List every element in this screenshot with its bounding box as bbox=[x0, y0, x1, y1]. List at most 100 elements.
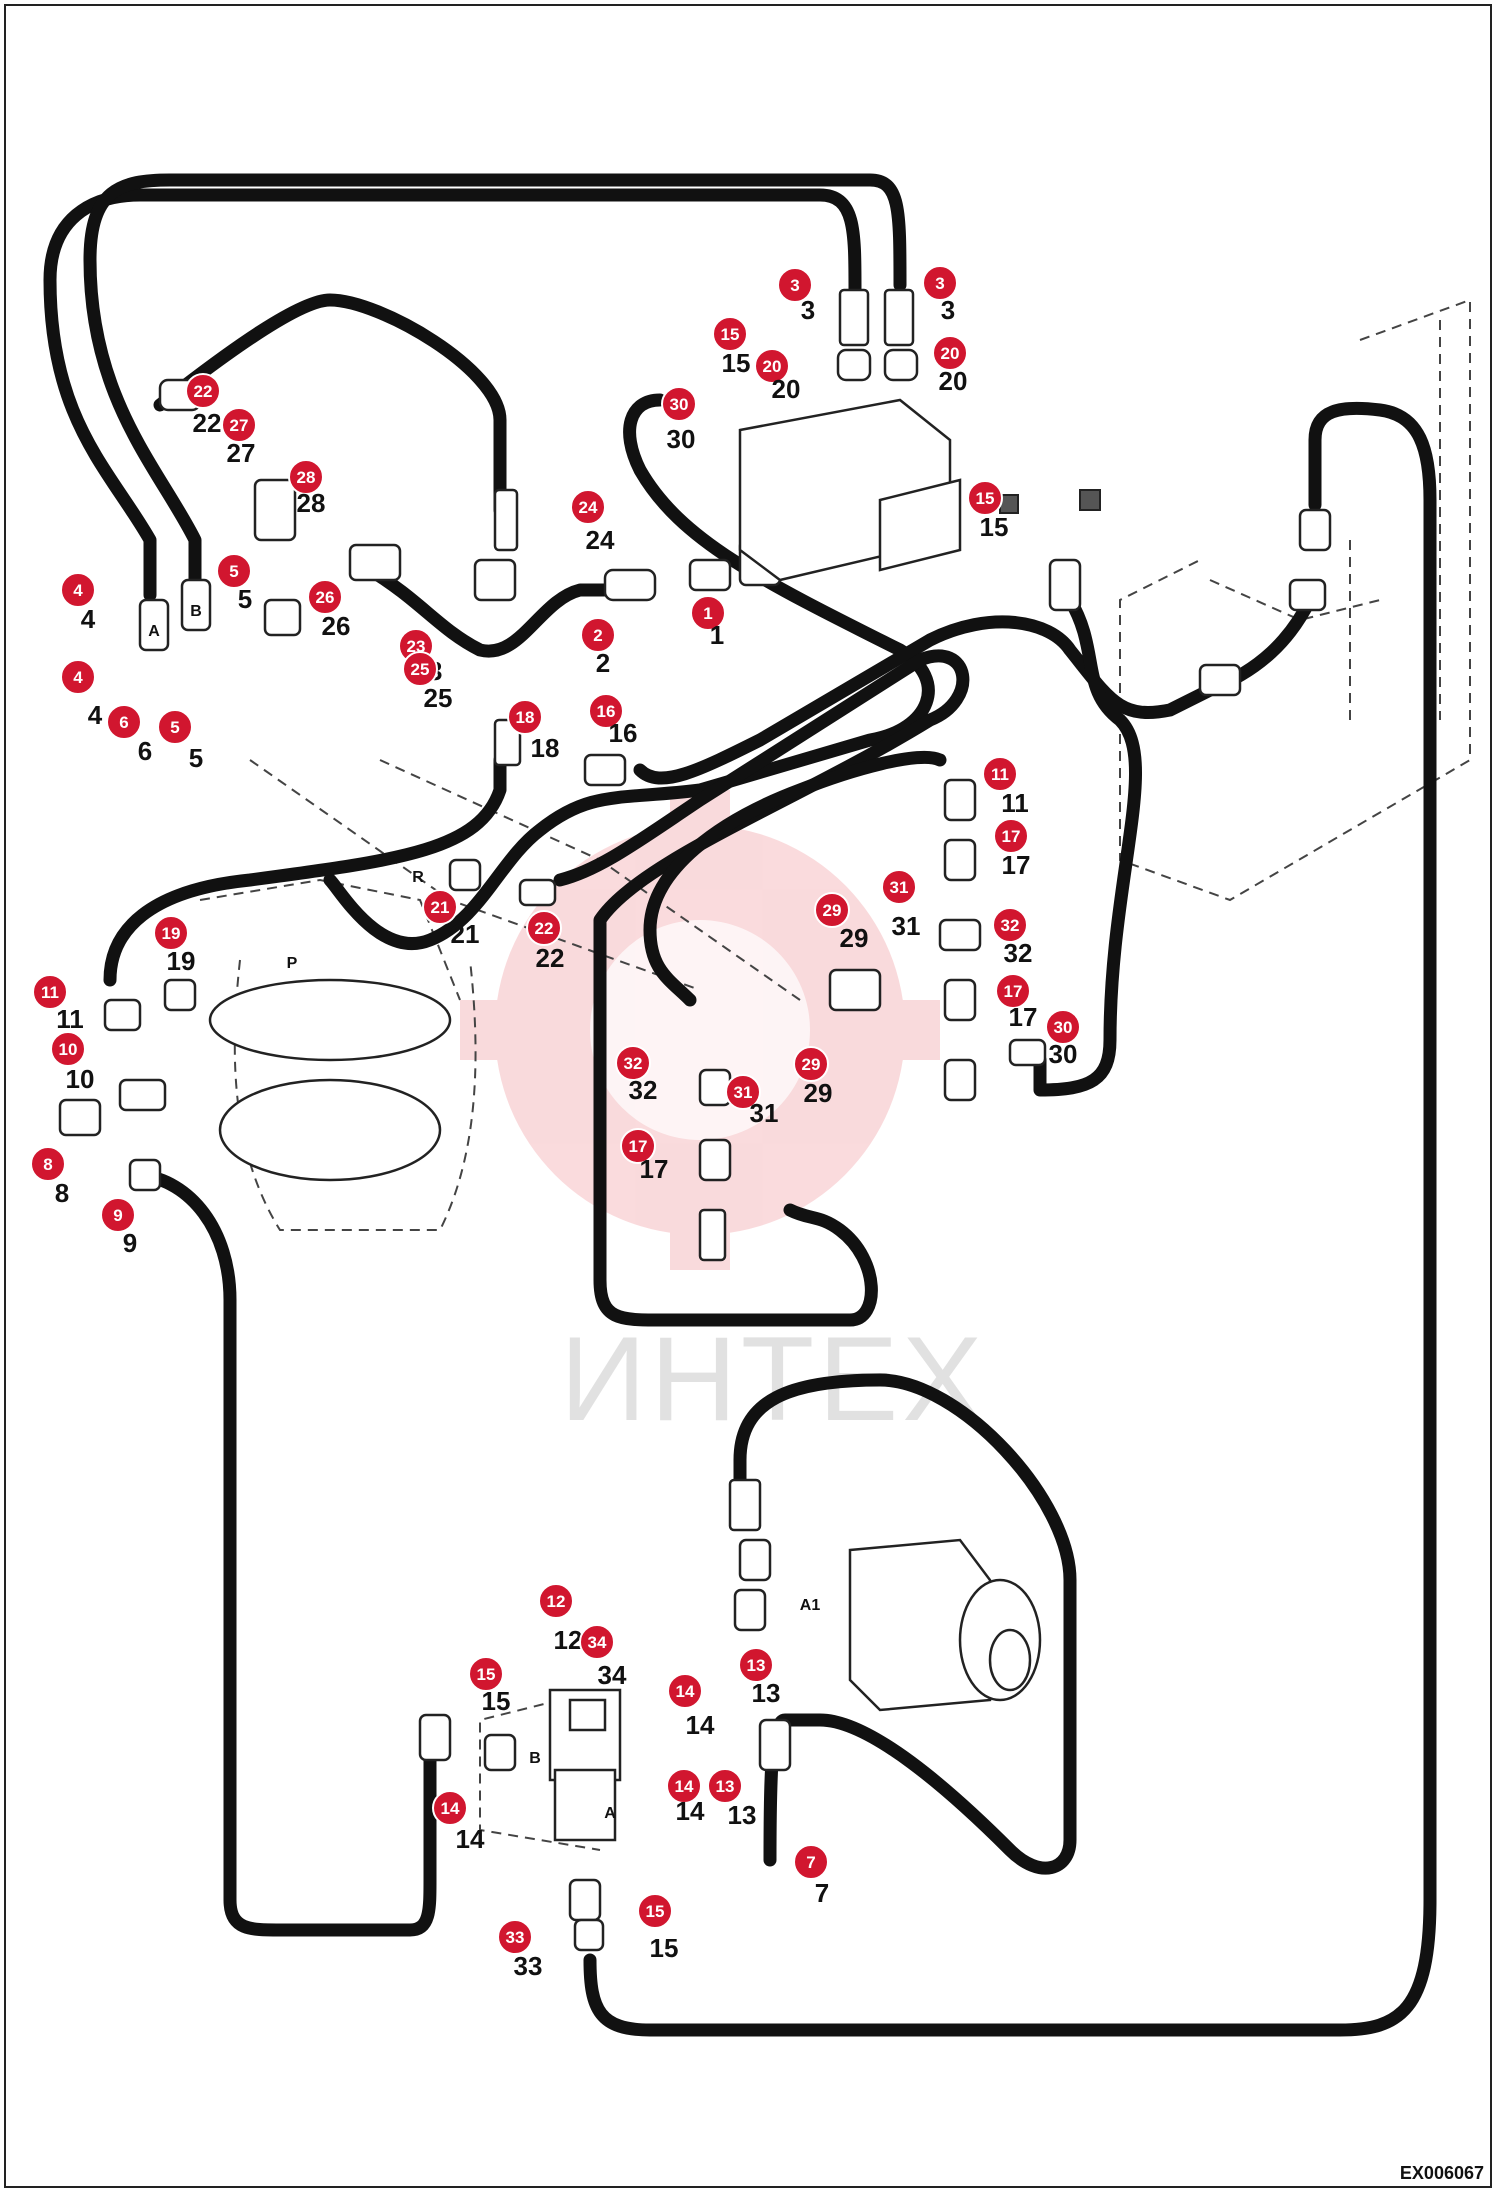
callout-bubble-label: 28 bbox=[297, 468, 316, 487]
callout-27: 27 bbox=[221, 407, 257, 443]
hose-2-1 bbox=[363, 563, 617, 658]
callout-bubble bbox=[707, 1768, 743, 1804]
callout-34: 34 bbox=[579, 1624, 615, 1660]
part-number-label: 14 bbox=[676, 1796, 705, 1826]
part-number-label: 18 bbox=[531, 733, 560, 763]
callout-bubble-label: 15 bbox=[976, 489, 995, 508]
part-number-label: 4 bbox=[81, 604, 96, 634]
callout-bubble-label: 4 bbox=[73, 668, 83, 687]
callout-bubble-label: 29 bbox=[802, 1055, 821, 1074]
callout-bubble-label: 18 bbox=[516, 708, 535, 727]
part-number-label: 24 bbox=[586, 525, 615, 555]
fittings bbox=[58, 288, 1332, 1952]
callout-bubble bbox=[580, 617, 616, 653]
hose-18-11 bbox=[103, 753, 507, 987]
callout-bubble bbox=[967, 480, 1003, 516]
callout-21: 21 bbox=[422, 889, 458, 925]
part-number-label: 8 bbox=[55, 1178, 69, 1208]
callout-bubble bbox=[432, 1790, 468, 1826]
callout-12: 12 bbox=[538, 1583, 574, 1619]
callout-6: 6 bbox=[106, 704, 142, 740]
part-number-label: 15 bbox=[722, 348, 751, 378]
part-number-label: 16 bbox=[609, 718, 638, 748]
callout-bubble-label: 29 bbox=[823, 901, 842, 920]
callout-5: 5 bbox=[157, 709, 193, 745]
callout-bubble bbox=[995, 973, 1031, 1009]
callout-26: 26 bbox=[307, 579, 343, 615]
callout-bubble-label: 13 bbox=[747, 1656, 766, 1675]
callout-bubble bbox=[185, 373, 221, 409]
callout-bubble-label: 15 bbox=[646, 1902, 665, 1921]
callout-bubble-label: 31 bbox=[890, 878, 909, 897]
callout-bubble-label: 32 bbox=[1001, 916, 1020, 935]
callout-bubble bbox=[157, 709, 193, 745]
callout-8: 8 bbox=[30, 1146, 66, 1182]
part-number-label: 26 bbox=[322, 611, 351, 641]
callout-bubble bbox=[30, 1146, 66, 1182]
part-number-label: 6 bbox=[138, 736, 152, 766]
document-code: EX006067 bbox=[1399, 2163, 1484, 2183]
callout-bubble-label: 30 bbox=[670, 395, 689, 414]
callout-bubble-label: 20 bbox=[941, 344, 960, 363]
part-number-label: 13 bbox=[728, 1800, 757, 1830]
callout-15: 15 bbox=[712, 316, 748, 352]
callout-bubble bbox=[468, 1656, 504, 1692]
port-letter: B bbox=[190, 603, 202, 620]
callout-bubble-label: 21 bbox=[431, 898, 450, 917]
callout-bubble bbox=[288, 459, 324, 495]
callout-14: 14 bbox=[667, 1673, 703, 1709]
part-number-label: 31 bbox=[892, 911, 921, 941]
callout-24: 24 bbox=[570, 489, 606, 525]
callout-bubble bbox=[814, 892, 850, 928]
part-number-label: 19 bbox=[167, 946, 196, 976]
callout-bubble bbox=[570, 489, 606, 525]
part-number-label: 27 bbox=[227, 438, 256, 468]
part-number-label: 5 bbox=[238, 584, 252, 614]
callout-bubble bbox=[667, 1673, 703, 1709]
part-number-label: 12 bbox=[554, 1625, 583, 1655]
hose-29-curve bbox=[643, 750, 947, 1007]
callout-bubble-label: 16 bbox=[597, 702, 616, 721]
callout-bubble bbox=[153, 915, 189, 951]
callout-bubble-label: 32 bbox=[624, 1054, 643, 1073]
callout-13: 13 bbox=[707, 1768, 743, 1804]
part-number-label: 25 bbox=[424, 683, 453, 713]
callout-bubble-label: 17 bbox=[1004, 982, 1023, 1001]
part-number-label: 3 bbox=[941, 295, 955, 325]
part-number-label: 17 bbox=[640, 1154, 669, 1184]
callout-bubble-label: 17 bbox=[629, 1137, 648, 1156]
part-number-label: 30 bbox=[667, 424, 696, 454]
part-number-label: 22 bbox=[536, 943, 565, 973]
callout-bubble bbox=[507, 699, 543, 735]
callout-bubble bbox=[725, 1074, 761, 1110]
callout-bubble bbox=[60, 659, 96, 695]
callout-bubble bbox=[538, 1583, 574, 1619]
callout-bubble-label: 10 bbox=[59, 1040, 78, 1059]
callout-bubble bbox=[1045, 1009, 1081, 1045]
callout-bubble-label: 2 bbox=[593, 626, 602, 645]
callout-7: 7 bbox=[793, 1844, 829, 1880]
callout-18: 18 bbox=[507, 699, 543, 735]
callout-bubble-label: 30 bbox=[1054, 1018, 1073, 1037]
callout-bubble bbox=[793, 1844, 829, 1880]
callout-bubble bbox=[637, 1893, 673, 1929]
callout-bubble-label: 19 bbox=[162, 924, 181, 943]
callout-bubble-label: 9 bbox=[113, 1206, 122, 1225]
callout-bubble-label: 34 bbox=[588, 1633, 607, 1652]
callout-11: 11 bbox=[32, 974, 68, 1010]
callout-15: 15 bbox=[967, 480, 1003, 516]
callout-16: 16 bbox=[588, 693, 624, 729]
callout-bubble bbox=[579, 1624, 615, 1660]
callout-bubble-label: 1 bbox=[703, 604, 712, 623]
callout-bubble-label: 11 bbox=[41, 983, 59, 1002]
callout-15: 15 bbox=[637, 1893, 673, 1929]
callout-31: 31 bbox=[725, 1074, 761, 1110]
callout-13: 13 bbox=[738, 1647, 774, 1683]
part-number-label: 28 bbox=[297, 488, 326, 518]
callout-bubble-label: 6 bbox=[119, 713, 128, 732]
port-letter: P bbox=[287, 955, 298, 972]
callout-bubble-label: 22 bbox=[535, 919, 554, 938]
part-number-label: 20 bbox=[939, 366, 968, 396]
callout-bubble-label: 15 bbox=[477, 1665, 496, 1684]
